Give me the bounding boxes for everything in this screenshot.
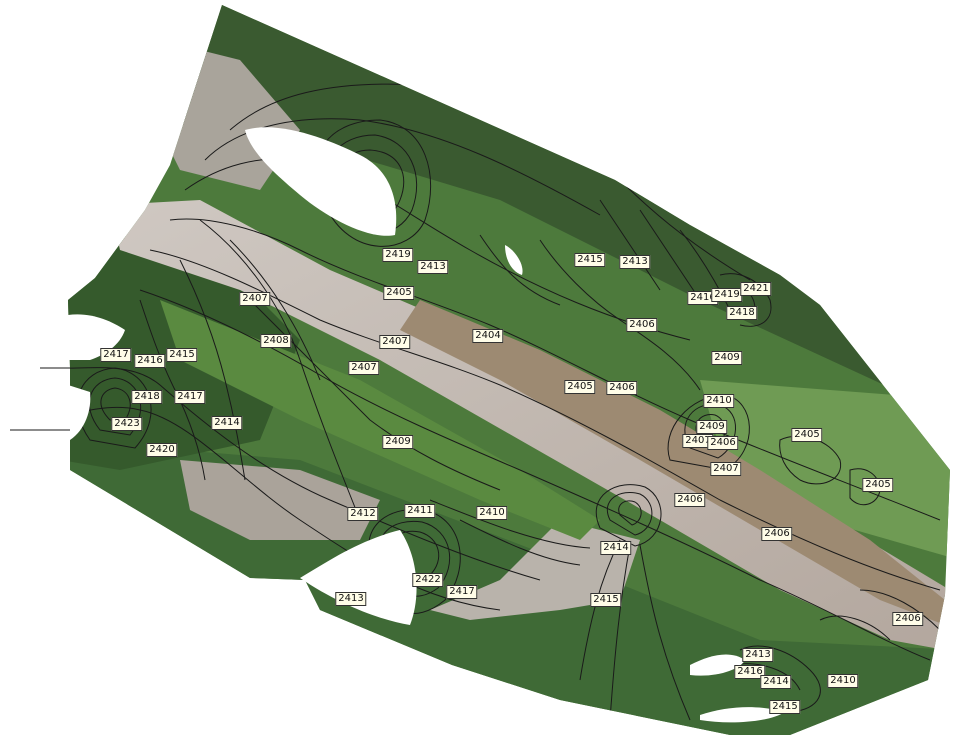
lower-left-gravel [180,460,380,540]
grass-patch [700,380,950,560]
contour-label: 2411 [404,504,436,518]
contour-label: 2410 [827,674,859,688]
contour-label: 2407 [348,361,380,375]
contour-label: 2404 [472,329,504,343]
contour-label: 2414 [760,675,792,689]
contour-label: 2415 [166,348,198,362]
contour-label: 2415 [590,593,622,607]
contour-label: 2413 [335,592,367,606]
contour-label: 2420 [146,443,178,457]
contour-label: 2412 [347,507,379,521]
sediment-band [400,300,945,625]
contour-label: 2413 [417,260,449,274]
contour-label: 2409 [711,351,743,365]
contour-label: 2418 [131,390,163,404]
contour-label: 2419 [711,288,743,302]
contour-label: 2407 [710,462,742,476]
contour-label-stems [10,367,70,431]
contour-label: 2415 [769,700,801,714]
contour-label: 2414 [600,541,632,555]
contour-label: 2406 [626,318,658,332]
contour-label: 2409 [382,435,414,449]
contour-label: 2413 [619,255,651,269]
contour-label: 2409 [696,420,728,434]
contour-label: 2417 [100,348,132,362]
contour-label: 2422 [412,573,444,587]
contour-label: 2406 [707,436,739,450]
contour-label: 2407 [379,335,411,349]
contour-label: 2406 [606,381,638,395]
contour-label: 2410 [703,394,735,408]
contour-label: 2406 [761,527,793,541]
riverbed-gravel [110,200,950,650]
contour-label: 2406 [892,612,924,626]
contour-label: 2414 [211,416,243,430]
contour-label: 2407 [239,292,271,306]
contour-label: 2421 [740,282,772,296]
contour-label: 2410 [476,506,508,520]
contour-label: 2416 [134,354,166,368]
contour-label: 2413 [742,648,774,662]
contour-label: 2405 [791,428,823,442]
contour-label: 2405 [862,478,894,492]
meadow-strip [160,300,600,540]
contour-label: 2416 [734,665,766,679]
contour-label: 2405 [383,286,415,300]
contour-label: 2417 [174,390,206,404]
contour-label: 2423 [111,417,143,431]
contour-label: 2419 [382,248,414,262]
contour-label: 2415 [574,253,606,267]
contour-label: 2406 [674,493,706,507]
contour-label: 2405 [564,380,596,394]
contour-label: 2417 [446,585,478,599]
contour-label: 2418 [726,306,758,320]
contour-label: 2408 [260,334,292,348]
nodata-holes [68,127,785,723]
lower-gravel-path [430,520,640,620]
